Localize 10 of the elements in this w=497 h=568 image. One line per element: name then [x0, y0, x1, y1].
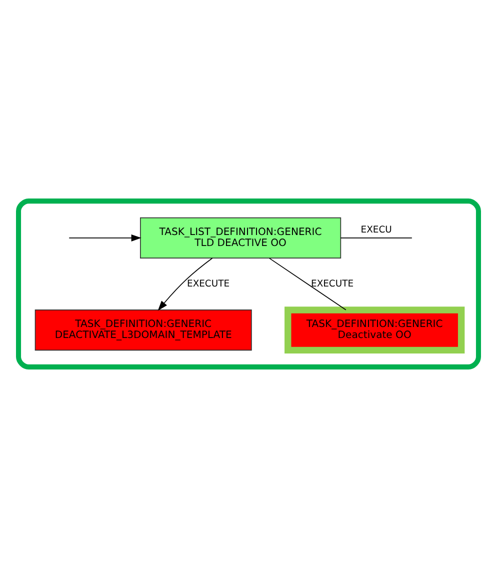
connector — [268, 258, 346, 310]
edge-label: EXECUTE — [187, 278, 230, 290]
edge-label: EXECUTE — [311, 278, 354, 290]
arrow — [158, 258, 213, 311]
arrow — [68, 234, 142, 242]
node-box: TASK_LIST_DEFINITION:GENERIC TLD DEACTIVE OO — [140, 217, 342, 258]
cluster — [16, 198, 481, 370]
edge-label: EXECU — [360, 224, 392, 236]
node-box: TASK_DEFINITION:GENERIC Deactivate OO — [284, 306, 465, 354]
node-box: TASK_DEFINITION:GENERIC DEACTIVATE_L3DOMAIN_TEMPLATE — [34, 310, 252, 351]
